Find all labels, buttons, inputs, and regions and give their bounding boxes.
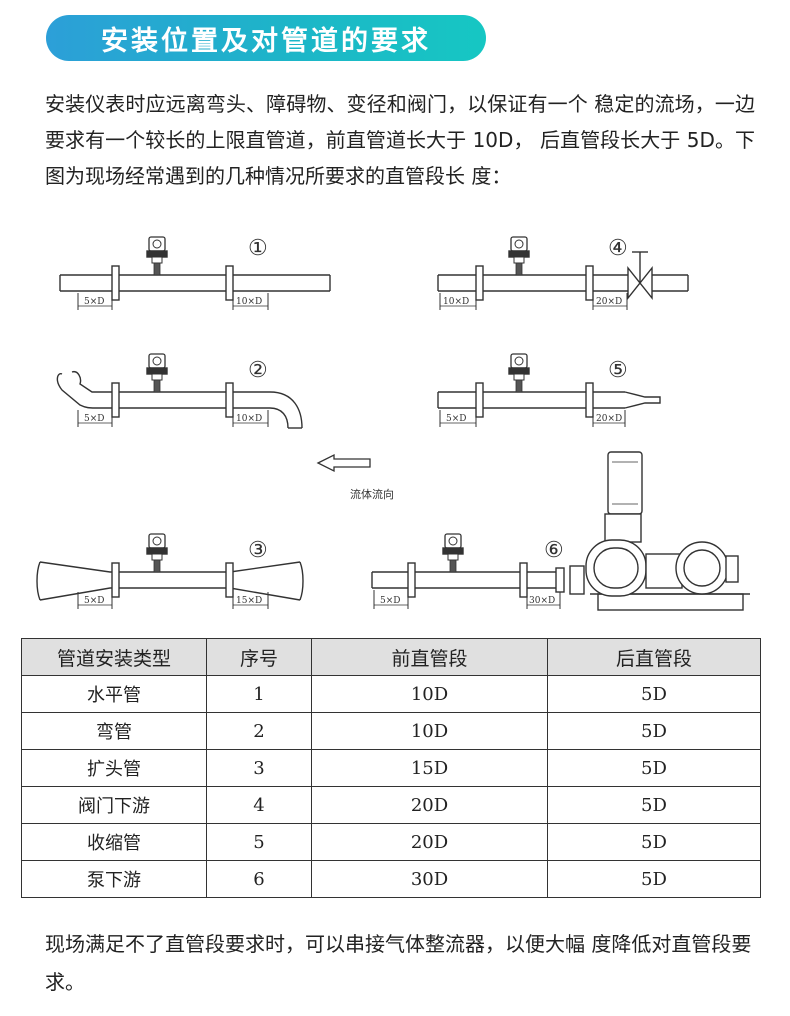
cell-front-length: 10D [311,675,548,713]
case-3-marker: ③ [248,538,268,563]
case-1-left-length: 5×D [84,297,104,307]
case-3-right-length: 15×D [236,596,262,606]
table-row: 收缩管 5 20D 5D [21,823,761,861]
cell-back-length: 5D [547,860,761,898]
installation-diagram: ① 5×D 10×D ② 5×D 10×D 流体流向 ③ 5×D 15×D [36,236,750,611]
header-serial: 序号 [206,638,312,676]
case-2-right-length: 10×D [236,414,262,424]
case-3-left-length: 5×D [84,596,104,606]
case-1-right-length: 10×D [236,297,262,307]
case-2-left-length: 5×D [84,414,104,424]
case-4-diagram [437,236,689,310]
header-install-type: 管道安装类型 [21,638,207,676]
cell-back-length: 5D [547,786,761,824]
case-5-marker: ⑤ [608,358,628,383]
case-5-left-length: 5×D [446,414,466,424]
cell-front-length: 20D [311,823,548,861]
case-4-right-length: 20×D [596,297,622,307]
cell-serial: 1 [206,675,312,713]
cell-front-length: 10D [311,712,548,750]
section-title: 安装位置及对管道的要求 [101,25,431,57]
case-4-marker: ④ [608,236,628,261]
cell-back-length: 5D [547,749,761,787]
table-header-row: 管道安装类型 序号 前直管段 后直管段 [21,638,761,676]
cell-serial: 2 [206,712,312,750]
table-row: 阀门下游 4 20D 5D [21,786,761,824]
cell-front-length: 30D [311,860,548,898]
case-5-diagram [437,353,661,427]
cell-serial: 5 [206,823,312,861]
straight-pipe-requirements-table: 管道安装类型 序号 前直管段 后直管段 水平管 1 10D 5D 弯管 2 10… [21,638,761,898]
case-2-marker: ② [248,358,268,383]
section-title-banner: 安装位置及对管道的要求 [46,15,486,61]
table-row: 弯管 2 10D 5D [21,712,761,750]
case-6-marker: ⑥ [544,538,564,563]
cell-install-type: 弯管 [21,712,207,750]
case-5-right-length: 20×D [596,414,622,424]
case-6-left-length: 5×D [380,596,400,606]
flow-direction-label: 流体流向 [350,487,394,501]
case-2-diagram [56,353,303,429]
cell-serial: 6 [206,860,312,898]
flow-direction-arrow [316,453,371,473]
table-row: 水平管 1 10D 5D [21,675,761,713]
cell-serial: 3 [206,749,312,787]
cell-serial: 4 [206,786,312,824]
header-back-length: 后直管段 [547,638,761,676]
case-4-left-length: 10×D [443,297,469,307]
header-front-length: 前直管段 [311,638,548,676]
pump-drawing [569,451,750,611]
cell-back-length: 5D [547,712,761,750]
cell-back-length: 5D [547,823,761,861]
cell-front-length: 20D [311,786,548,824]
cell-front-length: 15D [311,749,548,787]
cell-back-length: 5D [547,675,761,713]
cell-install-type: 水平管 [21,675,207,713]
table-row: 泵下游 6 30D 5D [21,860,761,898]
case-1-diagram [59,236,331,310]
case-3-diagram [36,533,304,609]
case-6-diagram [371,533,565,609]
cell-install-type: 阀门下游 [21,786,207,824]
cell-install-type: 泵下游 [21,860,207,898]
table-row: 扩头管 3 15D 5D [21,749,761,787]
case-1-marker: ① [248,236,268,261]
case-6-right-length: 30×D [529,596,555,606]
cell-install-type: 收缩管 [21,823,207,861]
footer-note: 现场满足不了直管段要求时，可以串接气体整流器，以便大幅 度降低对直管段要求。 [45,932,752,994]
intro-paragraph: 安装仪表时应远离弯头、障碍物、变径和阀门，以保证有一个 稳定的流场，一边要求有一… [45,92,755,188]
cell-install-type: 扩头管 [21,749,207,787]
